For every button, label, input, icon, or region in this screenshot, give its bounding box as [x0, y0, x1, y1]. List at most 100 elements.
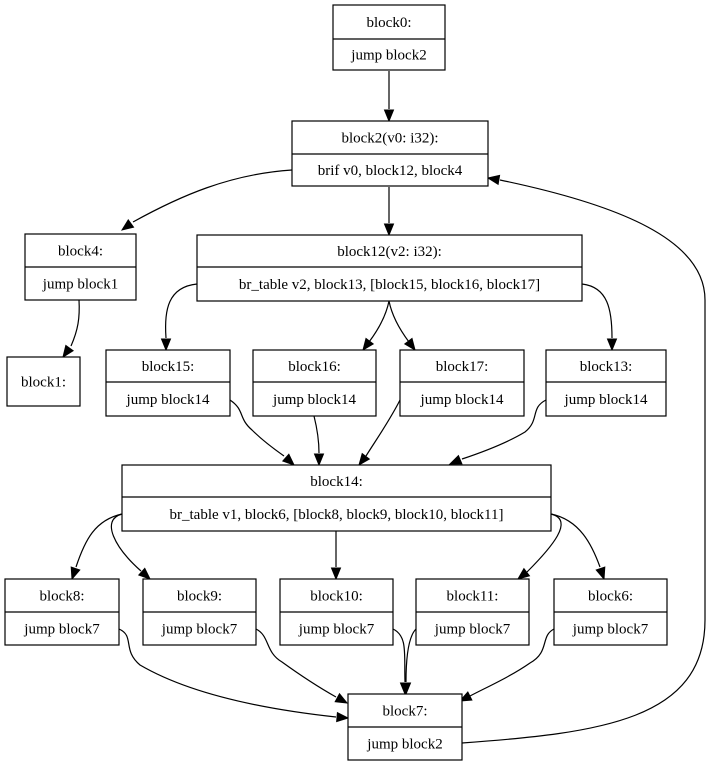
- node-body: br_table v1, block6, [block8, block9, bl…: [170, 507, 504, 523]
- edge-line: [581, 283, 613, 339]
- node-box: [399, 349, 525, 417]
- node-block17[interactable]: block17:jump block14: [399, 349, 525, 417]
- node-block11[interactable]: block11:jump block7: [415, 578, 530, 646]
- node-block1[interactable]: block1:: [6, 356, 81, 407]
- node-block0[interactable]: block0:jump block2: [332, 4, 446, 71]
- edge-line: [70, 299, 80, 347]
- node-block13[interactable]: block13: jump block14: [545, 349, 667, 417]
- arrowhead: [403, 337, 416, 352]
- node-box: [196, 234, 583, 302]
- edge-block14-block10: [330, 531, 342, 581]
- edge-block0-block2: [383, 71, 395, 123]
- edge-block6-block7: [458, 628, 555, 702]
- edge-block8-block7: [118, 628, 350, 723]
- node-body: jump block7: [298, 622, 375, 638]
- edge-block11-block7: [400, 628, 417, 696]
- node-block14[interactable]: block14: br_table v1, block6, [block8, bl…: [121, 464, 552, 532]
- edge-block14-block6: [550, 513, 606, 581]
- arrowhead: [458, 691, 473, 702]
- node-header: block10:: [310, 589, 363, 605]
- node-header: block14:: [310, 474, 363, 490]
- arrowhead: [137, 567, 151, 580]
- arrowhead: [358, 452, 371, 467]
- edge-block12-block16: [362, 300, 390, 352]
- edge-block17-block14: [358, 399, 401, 467]
- edge-line: [229, 399, 285, 457]
- edge-line: [255, 628, 337, 698]
- arrowhead: [313, 453, 325, 467]
- edge-block14-block8: [70, 513, 123, 581]
- edge-line: [75, 513, 123, 568]
- edge-line: [461, 179, 706, 744]
- node-block9[interactable]: block9:jump block7: [142, 578, 257, 646]
- node-block8[interactable]: block8: jump block7: [4, 578, 120, 646]
- node-body: jump block7: [23, 622, 100, 638]
- node-body: jump block7: [572, 622, 649, 638]
- arrowhead: [120, 218, 135, 231]
- edge-line: [550, 513, 601, 568]
- arrowhead: [62, 344, 75, 359]
- edges-layer: [62, 71, 706, 744]
- edge-block16-block14: [313, 415, 325, 467]
- arrowhead: [362, 337, 375, 352]
- node-box: [105, 349, 231, 417]
- edge-block12-block17: [388, 300, 416, 352]
- arrowhead: [595, 566, 606, 581]
- edge-line: [118, 628, 337, 718]
- edge-block4-block1: [62, 299, 80, 359]
- node-block16[interactable]: block16:jump block14: [252, 349, 377, 417]
- edge-block2-block12: [383, 187, 395, 237]
- node-box: [121, 464, 552, 532]
- edge-line: [132, 169, 293, 223]
- edge-line: [392, 628, 406, 683]
- edge-line: [461, 399, 547, 460]
- node-box: [545, 349, 667, 417]
- node-header: block8:: [40, 589, 85, 605]
- arrowhead: [70, 566, 81, 581]
- node-block12[interactable]: block12(v2: i32): br_table v2, block13, […: [196, 234, 583, 302]
- node-body: jump block2: [366, 737, 442, 753]
- arrowhead: [383, 223, 395, 237]
- node-body: jump block7: [434, 622, 511, 638]
- node-block4[interactable]: block4:jump block1: [24, 233, 137, 301]
- node-block7[interactable]: block7:jump block2: [347, 693, 463, 761]
- node-box: [252, 349, 377, 417]
- edge-block14-block11: [516, 513, 562, 580]
- edge-block14-block9: [110, 513, 151, 580]
- node-header: block6:: [588, 589, 633, 605]
- node-body: jump block14: [564, 392, 648, 408]
- arrowhead: [336, 711, 350, 723]
- node-header: block2(v0: i32):: [341, 131, 438, 147]
- node-box: [6, 356, 81, 407]
- node-header: block1:: [21, 375, 66, 391]
- node-header: block13:: [580, 359, 633, 375]
- node-block2[interactable]: block2(v0: i32): brif v0, block12, block4: [291, 120, 489, 187]
- arrowhead: [400, 682, 412, 696]
- node-block15[interactable]: block15:jump block14: [105, 349, 231, 417]
- edge-line: [388, 300, 410, 343]
- node-box: [332, 4, 446, 71]
- node-body: brif v0, block12, block4: [318, 163, 463, 179]
- arrowhead: [334, 692, 349, 704]
- node-body: br_table v2, block13, [block15, block16,…: [239, 277, 540, 293]
- edge-block13-block14: [448, 399, 547, 465]
- arrowhead: [606, 338, 618, 352]
- node-header: block9:: [177, 589, 222, 605]
- arrowhead: [486, 174, 501, 186]
- node-block10[interactable]: block10: jump block7: [279, 578, 394, 646]
- node-header: block16:: [288, 359, 341, 375]
- edge-block12-block13: [581, 283, 618, 352]
- node-block6[interactable]: block6: jump block7: [553, 578, 668, 646]
- node-body: jump block1: [42, 277, 118, 293]
- node-header: block0:: [367, 15, 412, 31]
- arrowhead: [383, 109, 395, 123]
- node-header: block12(v2: i32):: [337, 244, 442, 260]
- arrowhead: [448, 454, 463, 465]
- edge-line: [365, 399, 401, 457]
- node-body: jump block14: [126, 392, 210, 408]
- arrowhead: [516, 567, 531, 580]
- arrowhead: [281, 453, 295, 466]
- edge-line: [469, 628, 555, 697]
